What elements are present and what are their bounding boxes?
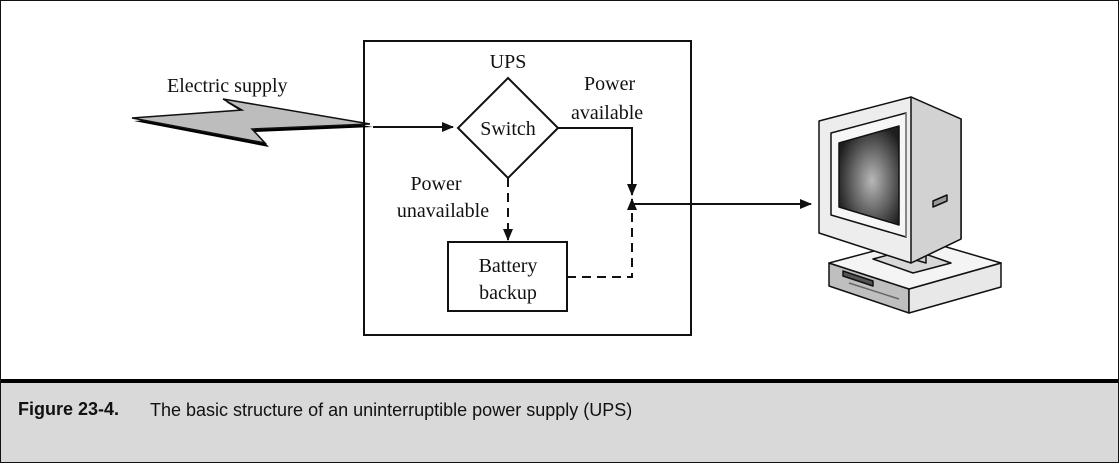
- power-available-label-line2: available: [571, 102, 643, 124]
- ups-diagram: Electric supply UPS Switch Power availab…: [131, 40, 1002, 336]
- diagram-area: Electric supply UPS Switch Power availab…: [1, 1, 1118, 379]
- caption-bar: Figure 23-4. The basic structure of an u…: [1, 379, 1118, 462]
- ups-label: UPS: [490, 51, 527, 73]
- power-unavailable-label-line1: Power: [410, 173, 461, 195]
- battery-box: [447, 241, 568, 312]
- ups-box: [363, 40, 692, 336]
- power-unavailable-label-line2: unavailable: [397, 200, 489, 222]
- figure-number: Figure 23-4.: [18, 399, 120, 419]
- power-available-arrow: [558, 127, 637, 196]
- desktop-computer-icon: [818, 96, 1002, 314]
- battery-label-line1: Battery: [479, 255, 538, 277]
- lightning-bolt-icon: [131, 98, 373, 147]
- figure-caption: The basic structure of an uninterruptibl…: [150, 400, 633, 420]
- power-available-label-line1: Power: [584, 73, 635, 95]
- battery-label-line2: backup: [479, 282, 537, 304]
- switch-label: Switch: [480, 118, 536, 140]
- battery-return-arrow: [567, 198, 637, 278]
- electric-supply-label: Electric supply: [167, 75, 288, 97]
